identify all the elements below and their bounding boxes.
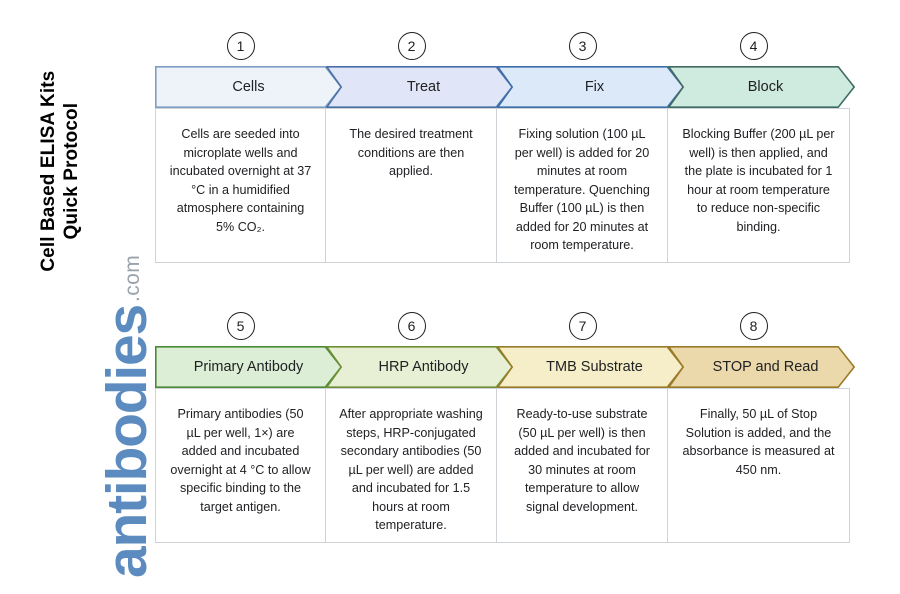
- flow-step-label: STOP and Read: [712, 359, 819, 375]
- step-description-strip: Primary antibodies (50 µL per well, 1×) …: [155, 388, 855, 543]
- flow-step-3[interactable]: Fix: [497, 66, 684, 108]
- chevron-shape: [497, 346, 684, 388]
- step-description-box: Primary antibodies (50 µL per well, 1×) …: [155, 388, 326, 543]
- flow-step-label: TMB Substrate: [546, 359, 643, 375]
- step-description-strip: Cells are seeded into microplate wells a…: [155, 108, 855, 263]
- flow-step-label: HRP Antibody: [378, 359, 469, 375]
- flow-step-5[interactable]: Primary Antibody: [155, 346, 342, 388]
- chevron-shape: [668, 66, 855, 108]
- step-description-text: After appropriate washing steps, HRP-con…: [339, 407, 483, 532]
- flow-step-1[interactable]: Cells: [155, 66, 342, 108]
- flow-step-6[interactable]: HRP Antibody: [326, 346, 513, 388]
- step-description-text: Cells are seeded into microplate wells a…: [169, 127, 312, 234]
- step-description-text: Ready-to-use substrate (50 µL per well) …: [514, 407, 650, 514]
- flow-step-label: Fix: [584, 79, 605, 95]
- step-description-box: After appropriate washing steps, HRP-con…: [326, 388, 497, 543]
- step-number-strip: 1 2 3 4: [155, 32, 855, 66]
- step-description-box: The desired treatment conditions are the…: [326, 108, 497, 263]
- step-description-box: Fixing solution (100 µL per well) is add…: [497, 108, 668, 263]
- step-description-box: Ready-to-use substrate (50 µL per well) …: [497, 388, 668, 543]
- chevron-shape: [668, 346, 855, 388]
- step-number-badge: 2: [397, 32, 426, 60]
- step-description-text: Fixing solution (100 µL per well) is add…: [514, 127, 650, 252]
- left-rail: Cell Based ELISA Kits Quick Protocol ant…: [0, 0, 159, 594]
- chevron-shape: [497, 66, 684, 108]
- step-number-badge: 1: [226, 32, 255, 60]
- flow-step-4[interactable]: Block: [668, 66, 855, 108]
- chevron-shape: [326, 346, 513, 388]
- flow-step-7[interactable]: TMB Substrate: [497, 346, 684, 388]
- step-description-text: The desired treatment conditions are the…: [349, 127, 473, 178]
- flow-step-label: Primary Antibody: [193, 359, 304, 375]
- brand-tld: .com: [121, 254, 144, 302]
- flow-step-2[interactable]: Treat: [326, 66, 513, 108]
- flow-step-label: Block: [747, 79, 784, 95]
- step-number-badge: 8: [739, 312, 768, 340]
- chevron-shape: [326, 66, 513, 108]
- brand-logo: antibodies .com: [83, 255, 159, 578]
- step-number-badge: 4: [739, 32, 768, 60]
- step-description-box: Finally, 50 µL of Stop Solution is added…: [668, 388, 850, 543]
- brand-name: antibodies: [94, 304, 159, 578]
- step-description-box: Blocking Buffer (200 µL per well) is the…: [668, 108, 850, 263]
- step-number-badge: 6: [397, 312, 426, 340]
- flow-step-label: Cells: [232, 79, 265, 95]
- protocol-flow-row-1: 1 2 3 4 Cells Treat Fix Block Cells are see…: [155, 32, 855, 263]
- flow-step-label: Treat: [406, 79, 441, 95]
- chevron-strip: Cells Treat Fix Block: [155, 66, 855, 108]
- step-description-text: Blocking Buffer (200 µL per well) is the…: [682, 127, 835, 234]
- step-description-text: Primary antibodies (50 µL per well, 1×) …: [170, 407, 311, 514]
- step-number-badge: 5: [226, 312, 255, 340]
- step-description-text: Finally, 50 µL of Stop Solution is added…: [682, 407, 835, 477]
- step-number-badge: 3: [568, 32, 597, 60]
- step-number-strip: 5 6 7 8: [155, 312, 855, 346]
- step-description-box: Cells are seeded into microplate wells a…: [155, 108, 326, 263]
- protocol-flow-row-2: 5 6 7 8 Primary Antibody HRP Antibody TMB S…: [155, 312, 855, 543]
- flow-step-8[interactable]: STOP and Read: [668, 346, 855, 388]
- step-number-badge: 7: [568, 312, 597, 340]
- chevron-strip: Primary Antibody HRP Antibody TMB Substr…: [155, 346, 855, 388]
- page-title: Cell Based ELISA Kits Quick Protocol: [37, 70, 82, 272]
